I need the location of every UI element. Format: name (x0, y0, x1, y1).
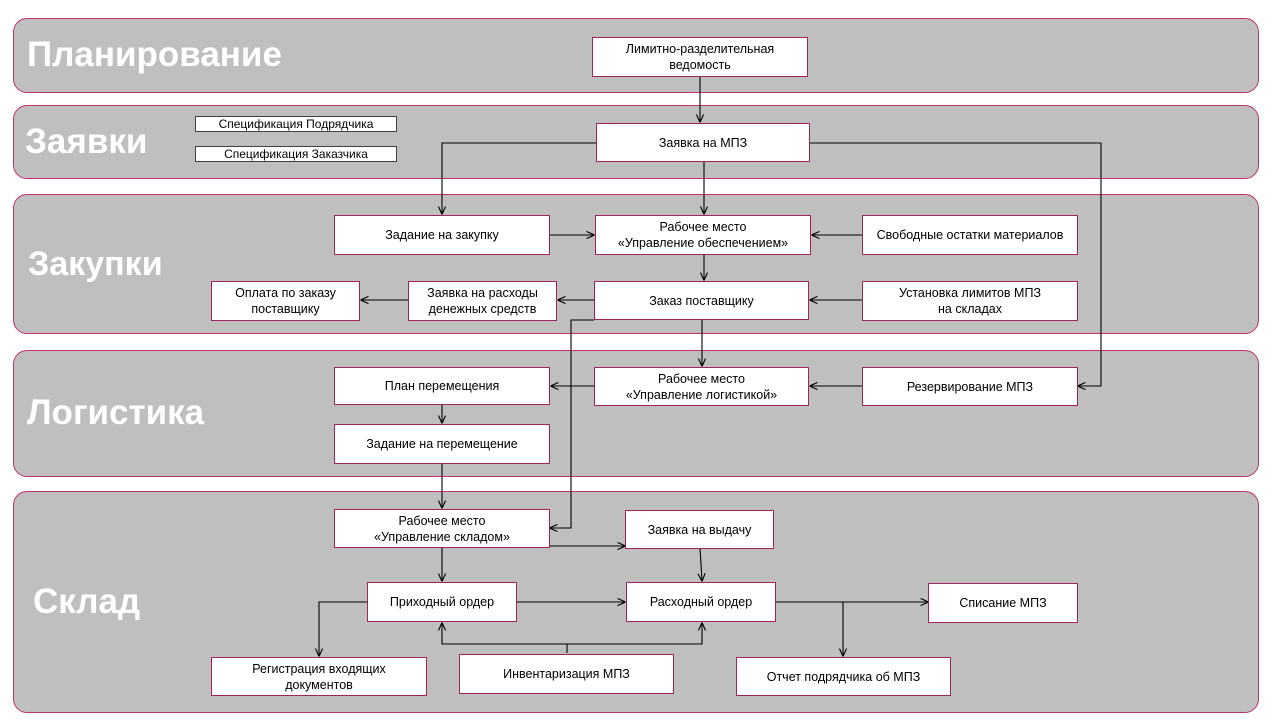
node-limit-sheet[interactable]: Лимитно-разделительная ведомость (592, 37, 808, 77)
node-move-task[interactable]: Задание на перемещение (334, 424, 550, 464)
node-warehouse-workplace[interactable]: Рабочее место «Управление складом» (334, 509, 550, 548)
lane-title-purchasing: Закупки (28, 245, 163, 283)
node-incoming-docs[interactable]: Регистрация входящих документов (211, 657, 427, 696)
node-mpz-writeoff[interactable]: Списание МПЗ (928, 583, 1078, 623)
node-move-plan[interactable]: План перемещения (334, 367, 550, 405)
lane-planning: Планирование (13, 18, 1259, 93)
node-mpz-limits[interactable]: Установка лимитов МПЗ на складах (862, 281, 1078, 321)
lane-title-warehouse: Склад (33, 582, 141, 621)
lane-title-logistics: Логистика (27, 393, 205, 432)
spec-contractor: Спецификация Подрядчика (195, 116, 397, 132)
node-free-leftovers[interactable]: Свободные остатки материалов (862, 215, 1078, 255)
node-purchase-task[interactable]: Задание на закупку (334, 215, 550, 255)
node-issue-request[interactable]: Заявка на выдачу (625, 510, 774, 549)
lane-title-planning: Планирование (27, 35, 282, 74)
node-cash-request[interactable]: Заявка на расходы денежных средств (408, 281, 557, 321)
lane-title-requests: Заявки (25, 122, 148, 161)
node-mpz-inventory[interactable]: Инвентаризация МПЗ (459, 654, 674, 694)
node-supply-workplace[interactable]: Рабочее место «Управление обеспечением» (595, 215, 811, 255)
node-expense-order[interactable]: Расходный ордер (626, 582, 776, 622)
node-logistics-workplace[interactable]: Рабочее место «Управление логистикой» (594, 367, 809, 406)
node-supplier-order[interactable]: Заказ поставщику (594, 281, 809, 320)
node-contractor-report[interactable]: Отчет подрядчика об МПЗ (736, 657, 951, 696)
spec-customer: Спецификация Заказчика (195, 146, 397, 162)
node-receipt-order[interactable]: Приходный ордер (367, 582, 517, 622)
node-mpz-request[interactable]: Заявка на МПЗ (596, 123, 810, 162)
node-supplier-payment[interactable]: Оплата по заказу поставщику (211, 281, 360, 321)
node-mpz-reserve[interactable]: Резервирование МПЗ (862, 367, 1078, 406)
